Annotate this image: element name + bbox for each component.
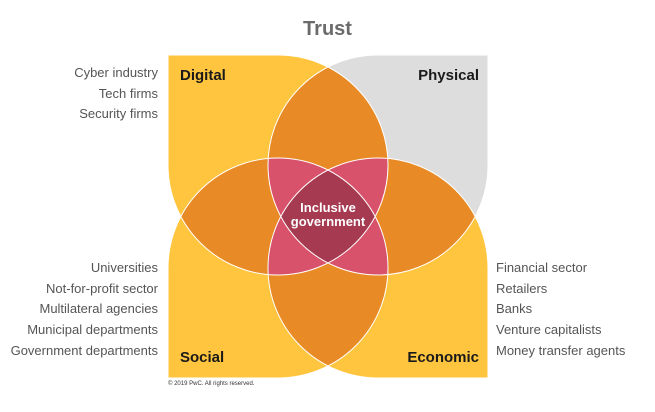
social-list: Universities Not-for-profit sector Multi…	[11, 258, 158, 362]
copyright-footer: © 2019 PwC. All rights reserved.	[168, 381, 255, 387]
list-item: Security firms	[79, 106, 158, 122]
list-item: Municipal departments	[27, 322, 158, 338]
list-item: Money transfer agents	[496, 342, 626, 358]
list-item: Tech firms	[98, 85, 158, 101]
list-item: Retailers	[496, 280, 548, 296]
diagram-title: Trust	[303, 18, 352, 40]
economic-list: Financial sector Retailers Banks Venture…	[496, 258, 625, 362]
digital-list: Cyber industry Tech firms Security firms	[74, 63, 158, 125]
list-item: Government departments	[10, 342, 158, 358]
list-item: Venture capitalists	[496, 322, 602, 338]
list-item: Financial sector	[496, 260, 588, 275]
list-item: Not-for-profit sector	[46, 280, 158, 296]
physical-label: Physical	[418, 67, 479, 84]
center-label-line2: government	[291, 214, 366, 229]
list-item: Banks	[496, 301, 533, 317]
social-label: Social	[180, 349, 224, 366]
list-item: Cyber industry	[74, 65, 158, 80]
list-item: Multilateral agencies	[39, 301, 158, 317]
center-label-line1: Inclusive	[300, 200, 356, 215]
digital-label: Digital	[180, 67, 226, 84]
list-item: Universities	[90, 260, 158, 275]
economic-label: Economic	[407, 349, 479, 366]
